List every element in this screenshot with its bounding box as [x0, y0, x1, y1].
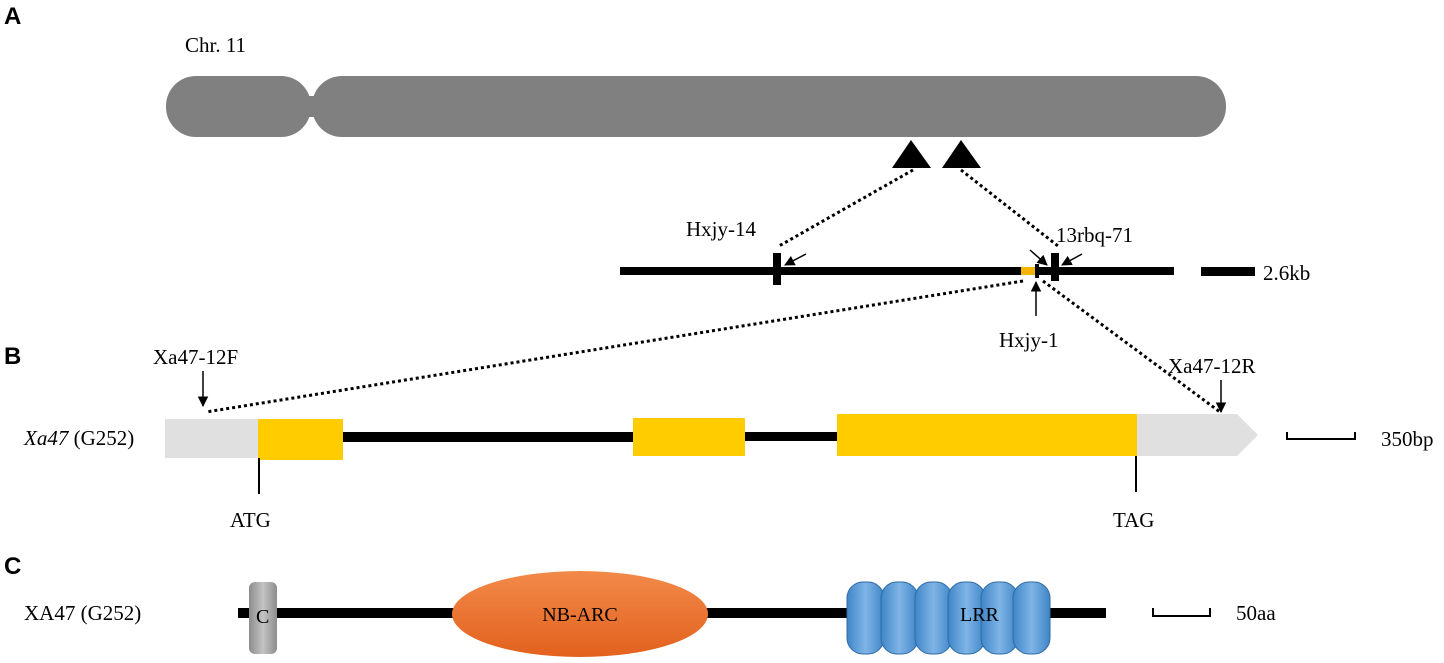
projection-line-right	[960, 168, 1059, 248]
primer-reverse-label: Xa47-12R	[1168, 354, 1256, 378]
nbarc-domain	[452, 571, 708, 657]
protein-label: XA47 (G252)	[24, 601, 141, 625]
scale-bar-bp	[1286, 432, 1356, 440]
panel-a-letter: A	[4, 3, 21, 30]
marker-label-13rbq-71: 13rbq-71	[1056, 223, 1133, 247]
exon-3	[837, 414, 1137, 456]
exon-1	[258, 419, 343, 460]
lrr-domain-label: LRR	[960, 604, 1000, 626]
marker-label-hxjy-14: Hxjy-14	[686, 217, 756, 241]
exon-2	[633, 418, 745, 456]
right-locus-triangle	[942, 140, 981, 168]
panel-b-letter: B	[4, 343, 21, 370]
fine-map-line	[620, 267, 1174, 275]
scale-label-aa: 50aa	[1236, 601, 1276, 625]
utr-3prime-arrow	[1137, 414, 1258, 456]
marker-tick-hxjy-1	[1035, 264, 1039, 278]
candidate-region-highlight	[1021, 267, 1037, 275]
marker-tick-13rbq-71	[1051, 253, 1059, 281]
projection-line-gene-right	[1042, 279, 1221, 414]
cc-domain	[249, 582, 277, 654]
start-codon-label: ATG	[230, 508, 271, 532]
marker-tick-hxjy-14	[773, 253, 781, 285]
pointer-13rbq-71-left	[1029, 249, 1048, 266]
chromosome-label: Chr. 11	[185, 33, 246, 57]
lrr-domain	[846, 581, 1051, 655]
intron-2	[745, 432, 837, 441]
cc-domain-label: C	[256, 606, 269, 628]
nbarc-domain-label: NB-ARC	[542, 604, 618, 626]
gene-model	[165, 414, 1258, 460]
chromosome-11	[166, 76, 1226, 137]
scale-label-kb: 2.6kb	[1263, 261, 1310, 285]
gene-label: Xa47 (G252)	[23, 426, 134, 450]
utr-5prime	[165, 419, 260, 458]
primer-forward-label: Xa47-12F	[153, 345, 238, 369]
pointer-hxjy-14	[784, 253, 807, 266]
panel-c-letter: C	[4, 553, 21, 580]
pointer-13rbq-71	[1061, 253, 1083, 266]
left-locus-triangle	[892, 140, 931, 168]
scale-bar-aa	[1152, 608, 1211, 617]
projection-line-left	[778, 168, 914, 248]
marker-label-hxjy-1: Hxjy-1	[999, 328, 1059, 352]
intron-1	[343, 432, 633, 442]
scale-label-bp: 350bp	[1381, 427, 1434, 451]
scale-bar-kb	[1201, 267, 1255, 276]
projection-line-gene-left	[205, 279, 1024, 414]
stop-codon-label: TAG	[1113, 508, 1154, 532]
